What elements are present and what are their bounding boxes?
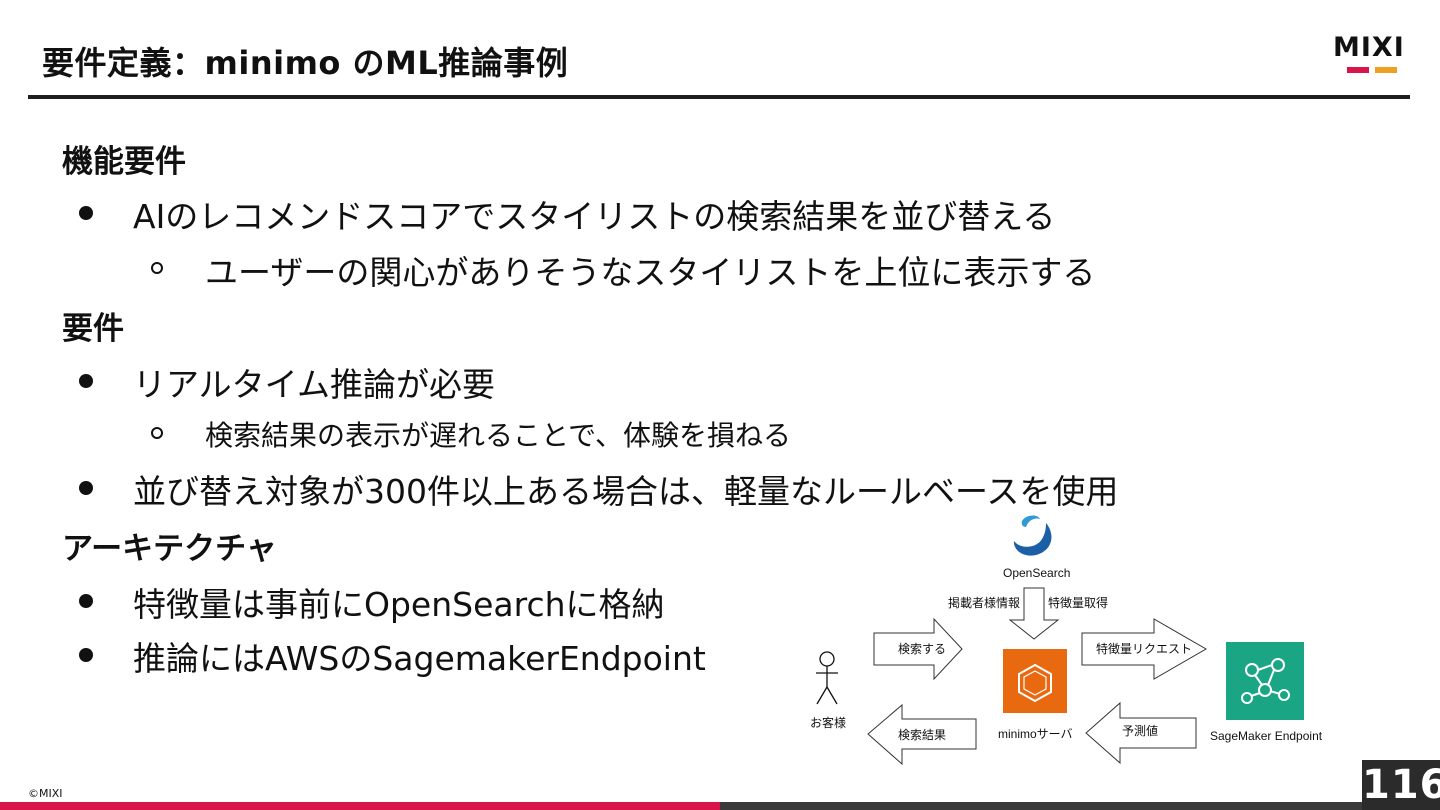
requirements-bullet-1: リアルタイム推論が必要 [133,365,496,404]
prediction-arrow [1085,701,1197,765]
prediction-label: 予測値 [1122,723,1158,738]
feature-request-arrow [1081,618,1208,680]
requirements-bullet-2: 並び替え対象が300件以上ある場合は、軽量なルールベースを使用 [133,472,1119,511]
search-result-label: 検索結果 [898,728,946,742]
functional-bullet-1: AIのレコメンドスコアでスタイリストの検索結果を並び替える [133,197,1056,236]
copyright: ©MIXI [28,787,63,800]
mixi-logo: MIXI [1333,34,1413,74]
feature-fetch-label: 特徴量取得 [1048,595,1108,610]
title-divider [28,95,1410,99]
search-label: 検索する [898,642,946,656]
logo-text: MIXI [1333,32,1405,63]
footer-bar-magenta [0,802,720,810]
feature-request-label: 特徴量リクエスト [1096,641,1192,656]
logo-bar-orange [1375,67,1397,73]
architecture-bullet-1: 特徴量は事前にOpenSearchに格納 [133,585,665,624]
customer-label: お客様 [810,715,846,730]
customer-icon [816,651,838,705]
functional-sub-bullet-1: ユーザーの関心がありそうなスタイリストを上位に表示する [205,253,1096,292]
bullet-dot [79,594,93,608]
sagemaker-icon [1226,642,1304,720]
functional-heading: 機能要件 [62,144,186,180]
bullet-dot [79,206,93,220]
page-title: 要件定義：minimo のML推論事例 [42,44,569,82]
bullet-dot [79,374,93,388]
search-arrow [873,617,963,681]
page-number: 116 [1362,760,1440,810]
opensearch-label: OpenSearch [1003,566,1070,580]
bullet-dot [79,481,93,495]
architecture-heading: アーキテクチャ [62,531,277,567]
search-result-arrow [867,703,977,766]
architecture-diagram: OpenSearch 掲載者様情報 特徴量取得 お客様 検索する minimoサ… [810,515,1323,766]
poster-info-label: 掲載者様情報 [948,595,1020,610]
footer-bar-dark [720,802,1440,810]
down-arrow [1008,587,1060,640]
architecture-bullet-2: 推論にはAWSのSagemakerEndpoint [133,639,706,678]
sub-bullet-circle [151,427,163,439]
sub-bullet-circle [151,262,163,274]
requirements-sub-bullet-1: 検索結果の表示が遅れることで、体験を損ねる [205,419,792,452]
sagemaker-label: SageMaker Endpoint [1210,729,1323,743]
bullet-dot [79,648,93,662]
server-icon [1003,649,1067,713]
logo-bar-magenta [1347,67,1369,73]
server-label: minimoサーバ [998,727,1073,741]
opensearch-icon [1013,515,1054,556]
requirements-heading: 要件 [62,311,124,347]
